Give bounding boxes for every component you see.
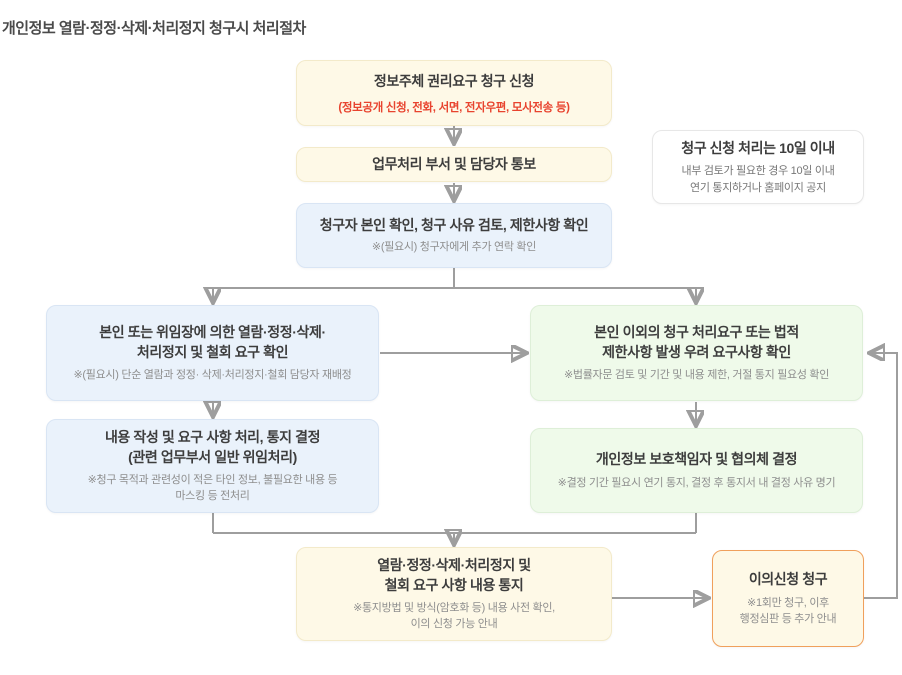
left1-subtitle: ※(필요시) 단순 열람과 정정· 삭제·처리정지·철회 담당자 재배정 bbox=[73, 369, 352, 382]
step3-subtitle: ※(필요시) 청구자에게 추가 연락 확인 bbox=[371, 241, 537, 254]
right2-subtitle: ※결정 기간 필요시 연기 통지, 결정 후 통지서 내 결정 사유 명기 bbox=[557, 476, 836, 489]
left2-sub-line1: ※청구 목적과 관련성이 적은 타인 정보, 불필요한 내용 등 bbox=[87, 474, 338, 487]
step2-title: 업무처리 부서 및 담당자 통보 bbox=[372, 156, 536, 173]
note-title: 청구 신청 처리는 10일 이내 bbox=[681, 140, 835, 156]
bottom-subtitle: ※통지방법 및 방식(암호화 등) 내용 사전 확인, 이의 신청 가능 안내 bbox=[353, 601, 555, 633]
step1-title: 정보주체 권리요구 청구 신청 bbox=[373, 73, 535, 90]
right2-title: 개인정보 보호책임자 및 협의체 결정 bbox=[595, 451, 798, 468]
right1-title-line2: 제한사항 발생 우려 요구사항 확인 bbox=[602, 344, 791, 361]
objection-sub-line2: 행정심판 등 추가 안내 bbox=[739, 612, 837, 625]
notify-result-box: 열람·정정·삭제·처리정지 및 철회 요구 사항 내용 통지 ※통지방법 및 방… bbox=[296, 547, 612, 641]
step3-title: 청구자 본인 확인, 청구 사유 검토, 제한사항 확인 bbox=[319, 216, 589, 233]
right1-title-line1: 본인 이외의 청구 처리요구 또는 법적 bbox=[594, 323, 799, 340]
note-text: 내부 검토가 필요한 경우 10일 이내 연기 통지하거나 홈페이지 공지 bbox=[681, 163, 834, 196]
objection-title: 이의신청 청구 bbox=[748, 571, 828, 588]
page-title: 개인정보 열람·정정·삭제·처리정지 청구시 처리절차 bbox=[2, 20, 306, 37]
processing-deadline-note: 청구 신청 처리는 10일 이내 내부 검토가 필요한 경우 10일 이내 연기… bbox=[652, 130, 864, 204]
left2-title: 내용 작성 및 요구 사항 처리, 통지 결정 (관련 업무부서 일반 위임처리… bbox=[104, 427, 321, 468]
objection-request-box: 이의신청 청구 ※1회만 청구, 이후 행정심판 등 추가 안내 bbox=[712, 550, 864, 647]
left2-title-line2: (관련 업무부서 일반 위임처리) bbox=[128, 449, 297, 466]
bottom-title-line2: 철회 요구 사항 내용 통지 bbox=[384, 577, 524, 594]
right-branch-legal-box: 본인 이외의 청구 처리요구 또는 법적 제한사항 발생 우려 요구사항 확인 … bbox=[530, 305, 863, 401]
right1-subtitle: ※법률자문 검토 및 기간 및 내용 제한, 거절 통지 필요성 확인 bbox=[563, 369, 830, 382]
right-branch-decision-box: 개인정보 보호책임자 및 협의체 결정 ※결정 기간 필요시 연기 통지, 결정… bbox=[530, 428, 863, 513]
left1-title-line1: 본인 또는 위임장에 의한 열람·정정·삭제· bbox=[99, 323, 326, 340]
objection-sub-line1: ※1회만 청구, 이후 bbox=[747, 596, 829, 609]
left2-sub-line2: 마스킹 등 전처리 bbox=[175, 490, 250, 503]
left-branch-process-box: 내용 작성 및 요구 사항 처리, 통지 결정 (관련 업무부서 일반 위임처리… bbox=[46, 419, 379, 513]
bottom-title: 열람·정정·삭제·처리정지 및 철회 요구 사항 내용 통지 bbox=[377, 555, 531, 596]
left1-title: 본인 또는 위임장에 의한 열람·정정·삭제· 처리정지 및 철회 요구 확인 bbox=[99, 322, 326, 363]
note-line1: 내부 검토가 필요한 경우 10일 이내 bbox=[681, 165, 835, 177]
left2-subtitle: ※청구 목적과 관련성이 적은 타인 정보, 불필요한 내용 등 마스킹 등 전… bbox=[88, 473, 338, 505]
left1-title-line2: 처리정지 및 철회 요구 확인 bbox=[136, 344, 289, 361]
left2-title-line1: 내용 작성 및 요구 사항 처리, 통지 결정 bbox=[104, 428, 321, 445]
left-branch-confirm-box: 본인 또는 위임장에 의한 열람·정정·삭제· 처리정지 및 철회 요구 확인 … bbox=[46, 305, 379, 401]
bottom-title-line1: 열람·정정·삭제·처리정지 및 bbox=[377, 556, 531, 573]
right1-title: 본인 이외의 청구 처리요구 또는 법적 제한사항 발생 우려 요구사항 확인 bbox=[594, 322, 799, 363]
note-line2: 연기 통지하거나 홈페이지 공지 bbox=[690, 181, 826, 194]
bottom-sub-line1: ※통지방법 및 방식(암호화 등) 내용 사전 확인, bbox=[353, 602, 555, 615]
step3-verify-box: 청구자 본인 확인, 청구 사유 검토, 제한사항 확인 ※(필요시) 청구자에… bbox=[296, 203, 612, 268]
step1-subtitle: (정보공개 신청, 전화, 서면, 전자우편, 모사전송 등) bbox=[338, 101, 570, 114]
feedback-loop bbox=[864, 353, 898, 599]
objection-subtitle: ※1회만 청구, 이후 행정심판 등 추가 안내 bbox=[740, 596, 837, 628]
step2-notify-box: 업무처리 부서 및 담당자 통보 bbox=[296, 147, 612, 182]
bottom-sub-line2: 이의 신청 가능 안내 bbox=[410, 618, 498, 631]
step1-request-box: 정보주체 권리요구 청구 신청 (정보공개 신청, 전화, 서면, 전자우편, … bbox=[296, 60, 612, 126]
